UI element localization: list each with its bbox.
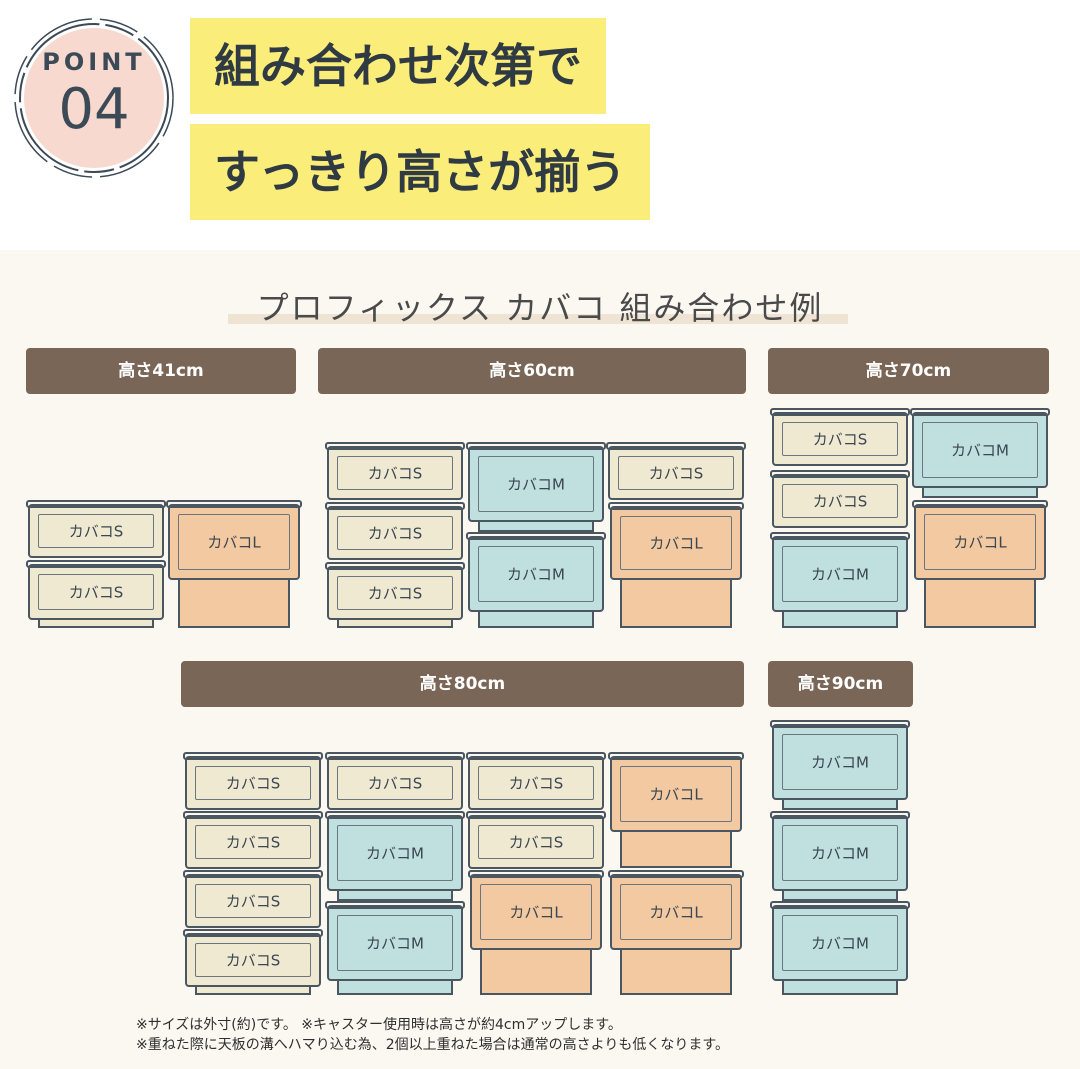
kabako-m-box: カバコM xyxy=(770,901,910,981)
kabako-s-box: カバコS xyxy=(770,470,910,528)
box-base xyxy=(620,950,732,995)
box-base xyxy=(38,620,154,628)
box-base xyxy=(782,800,898,810)
subtitle-underline xyxy=(228,314,848,324)
box-base xyxy=(478,612,594,628)
kabako-m-box: カバコM xyxy=(910,408,1050,488)
height-bar-41: 高さ41cm xyxy=(26,348,296,394)
kabako-l-box: カバコL xyxy=(608,870,744,950)
kabako-s-box: カバコS xyxy=(466,811,606,869)
kabako-s-box: カバコS xyxy=(183,811,323,869)
box-base xyxy=(195,987,311,995)
box-base xyxy=(620,832,732,868)
box-base xyxy=(782,612,898,628)
badge-word: POINT xyxy=(42,48,146,76)
box-base xyxy=(922,488,1038,498)
kabako-s-box: カバコS xyxy=(325,562,465,620)
height-bar-80: 高さ80cm xyxy=(181,661,744,707)
kabako-m-box: カバコM xyxy=(770,532,910,612)
kabako-l-box: カバコL xyxy=(608,502,744,580)
kabako-m-box: カバコM xyxy=(466,532,606,612)
box-base xyxy=(337,981,453,995)
note-line-2: ※重ねた際に天板の溝へハマり込む為、2個以上重ねた場合は通常の高さよりも低くなり… xyxy=(136,1037,729,1053)
height-bar-60: 高さ60cm xyxy=(318,348,746,394)
kabako-s-box: カバコS xyxy=(770,408,910,466)
box-base xyxy=(178,580,290,628)
height-bar-70: 高さ70cm xyxy=(768,348,1049,394)
box-base xyxy=(924,580,1036,628)
kabako-m-box: カバコM xyxy=(325,901,465,981)
box-base xyxy=(337,620,453,628)
kabako-l-box: カバコL xyxy=(912,500,1048,580)
kabako-s-box: カバコS xyxy=(606,442,746,500)
kabako-s-box: カバコS xyxy=(183,752,323,810)
kabako-m-box: カバコM xyxy=(770,720,910,800)
box-base xyxy=(620,580,732,628)
point-badge: POINT 04 xyxy=(14,18,174,178)
kabako-l-box: カバコL xyxy=(608,752,744,832)
kabako-m-box: カバコM xyxy=(325,811,465,891)
kabako-s-box: カバコS xyxy=(183,870,323,928)
kabako-s-box: カバコS xyxy=(325,442,465,500)
kabako-s-box: カバコS xyxy=(466,752,606,810)
badge-number: 04 xyxy=(58,77,130,142)
box-base xyxy=(782,891,898,901)
kabako-m-box: カバコM xyxy=(466,442,606,522)
kabako-s-box: カバコS xyxy=(26,500,166,558)
kabako-s-box: カバコS xyxy=(26,560,166,620)
note-line-1: ※サイズは外寸(約)です。 ※キャスター使用時は高さが約4cmアップします。 xyxy=(136,1017,622,1033)
box-base xyxy=(478,522,594,532)
height-bar-90: 高さ90cm xyxy=(768,661,913,707)
kabako-l-box: カバコL xyxy=(468,870,604,950)
title-line-1: 組み合わせ次第で xyxy=(190,18,606,114)
kabako-s-box: カバコS xyxy=(325,502,465,560)
title-line-2: すっきり高さが揃う xyxy=(190,124,651,220)
kabako-l-box: カバコL xyxy=(166,500,302,580)
badge-circle-icon xyxy=(14,18,174,178)
box-base xyxy=(480,950,592,995)
kabako-s-box: カバコS xyxy=(183,929,323,987)
kabako-s-box: カバコS xyxy=(325,752,465,810)
section-subtitle: プロフィックス カバコ 組み合わせ例 xyxy=(256,289,824,327)
box-base xyxy=(782,981,898,995)
kabako-m-box: カバコM xyxy=(770,811,910,891)
box-base xyxy=(337,891,453,901)
